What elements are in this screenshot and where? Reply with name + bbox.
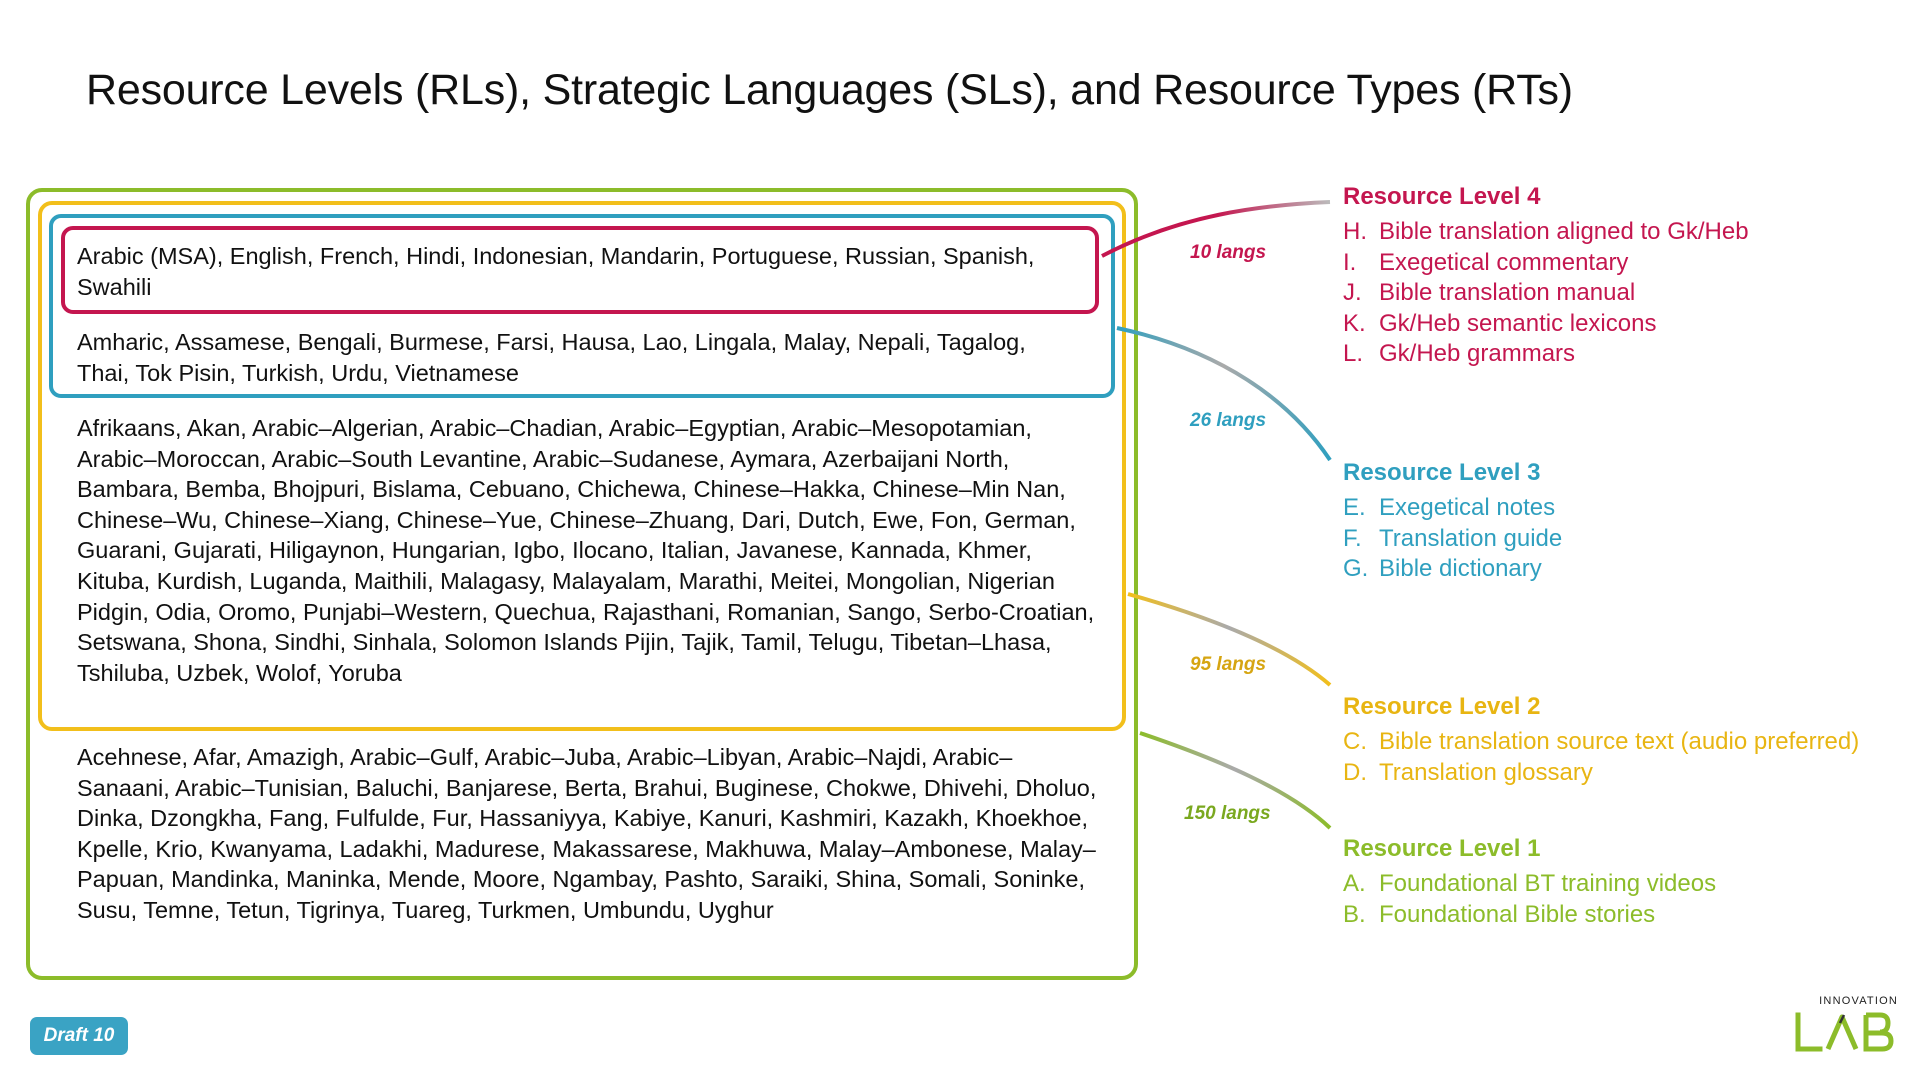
rl4-item: J.Bible translation manual xyxy=(1343,279,1636,307)
rl1-language-list: Acehnese, Afar, Amazigh, Arabic–Gulf, Ar… xyxy=(77,744,1097,923)
resource-level-3-box xyxy=(49,214,1115,398)
rl1-count: 150 langs xyxy=(1184,803,1271,824)
rl3-heading: Resource Level 3 xyxy=(1343,459,1541,486)
resource-level-3-legend: Resource Level 3 E.Exegetical notes F.Tr… xyxy=(1343,459,1562,585)
rl2-item: C.Bible translation source text (audio p… xyxy=(1343,728,1860,755)
rl4-item: L.Gk/Heb grammars xyxy=(1343,340,1576,368)
resource-level-4-legend: Resource Level 4 H.Bible translation ali… xyxy=(1343,183,1749,370)
rl3-count: 26 langs xyxy=(1190,410,1267,431)
rl3-item: F.Translation guide xyxy=(1343,524,1563,552)
rl4-language-list: Arabic (MSA), English, French, Hindi, In… xyxy=(77,243,1035,300)
rl1-item: A.Foundational BT training videos xyxy=(1343,870,1717,897)
resource-level-1-box xyxy=(26,188,1138,980)
draft-badge: Draft 10 xyxy=(30,1017,128,1055)
resource-level-2-box xyxy=(38,201,1126,731)
rl2-count: 95 langs xyxy=(1190,654,1267,675)
resource-level-4-box xyxy=(61,226,1099,314)
rl4-item: K.Gk/Heb semantic lexicons xyxy=(1343,309,1657,337)
rl2-language-list: Afrikaans, Akan, Arabic–Algerian, Arabic… xyxy=(77,415,1095,686)
rl3-item: E.Exegetical notes xyxy=(1343,494,1556,521)
rl3-item: G.Bible dictionary xyxy=(1343,555,1542,583)
slide-title: Resource Levels (RLs), Strategic Languag… xyxy=(86,66,1573,114)
rl4-heading: Resource Level 4 xyxy=(1343,183,1541,210)
rl4-count: 10 langs xyxy=(1190,242,1267,263)
rl4-item: I.Exegetical commentary xyxy=(1343,248,1629,276)
rl2-heading: Resource Level 2 xyxy=(1343,693,1541,720)
logo-small-text: INNOVATION xyxy=(1819,995,1898,1007)
rl4-item: H.Bible translation aligned to Gk/Heb xyxy=(1343,218,1749,245)
resource-level-2-legend: Resource Level 2 C.Bible translation sou… xyxy=(1343,693,1859,788)
lab-logo-icon xyxy=(1795,1012,1894,1052)
rl1-heading: Resource Level 1 xyxy=(1343,835,1541,862)
rl3-connector xyxy=(1116,326,1332,462)
resource-level-1-legend: Resource Level 1 A.Foundational BT train… xyxy=(1343,835,1716,930)
innovation-lab-logo: INNOVATION xyxy=(1790,995,1900,1055)
rl2-item: D.Translation glossary xyxy=(1343,758,1593,786)
rl3-language-list: Amharic, Assamese, Bengali, Burmese, Far… xyxy=(77,329,1026,386)
rl1-item: B.Foundational Bible stories xyxy=(1343,900,1656,928)
